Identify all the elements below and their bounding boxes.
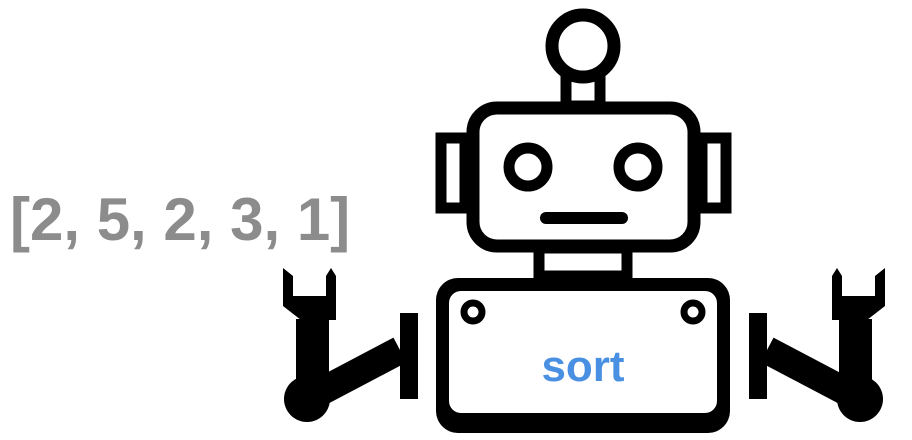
robot-head [466, 101, 701, 253]
body-bolt-right [680, 299, 706, 325]
right-eye [613, 142, 663, 192]
left-eye [503, 142, 553, 192]
sort-label: sort [541, 342, 624, 391]
robot-body: sort [436, 278, 730, 433]
left-ear [435, 132, 471, 214]
input-array-text: [2, 5, 2, 3, 1] [10, 186, 351, 253]
right-arm [749, 268, 885, 422]
left-arm [283, 268, 418, 422]
neck [533, 242, 633, 282]
right-ear [696, 132, 732, 214]
antenna [545, 8, 621, 112]
body-bolt-left [460, 299, 486, 325]
